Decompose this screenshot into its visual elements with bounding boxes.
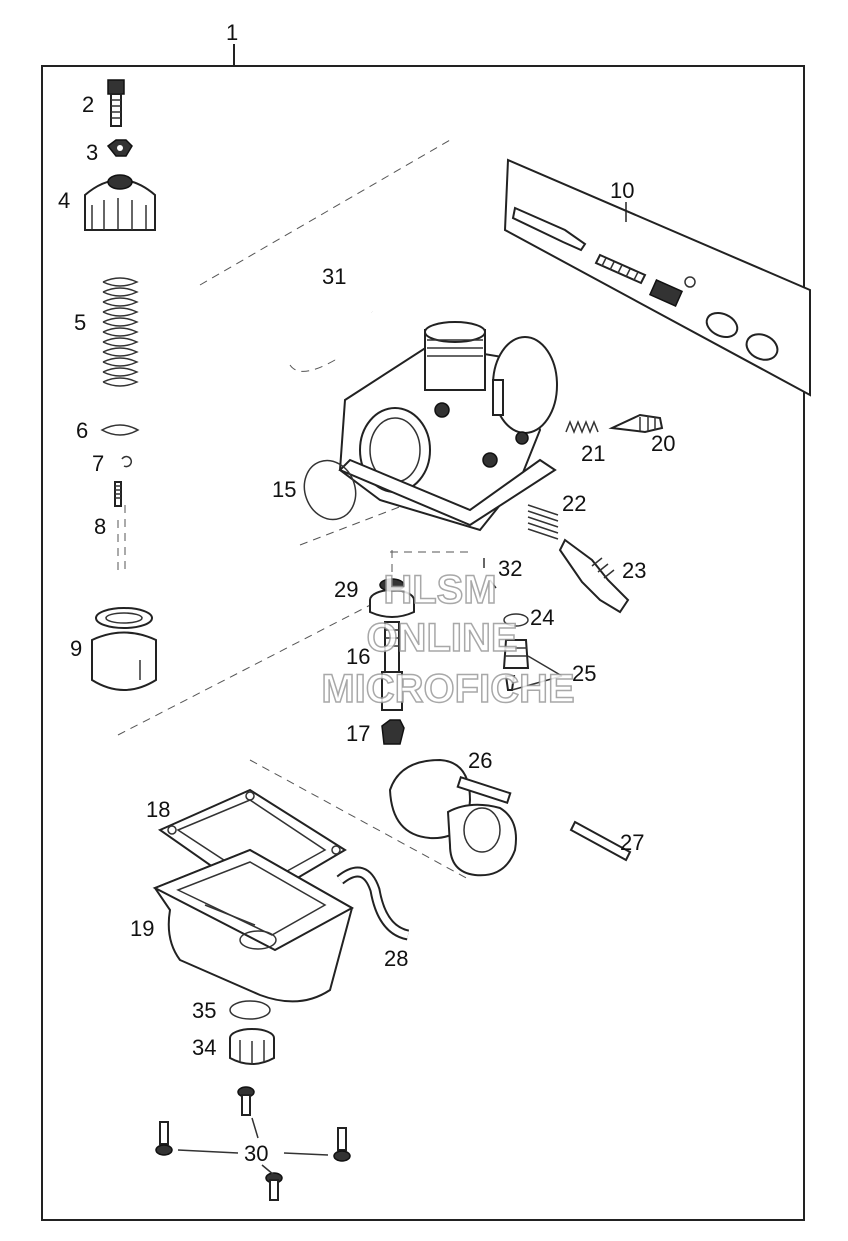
part-6-needle-clip xyxy=(100,424,140,436)
watermark: HLSM ONLINE MICROFICHE xyxy=(321,567,576,712)
screw-top xyxy=(237,1086,255,1116)
watermark-line1: HLSM xyxy=(383,568,496,612)
part-16-jet-holder xyxy=(381,621,403,711)
label-4: 4 xyxy=(58,188,70,213)
part-5-spring xyxy=(102,277,139,387)
carburetor-body xyxy=(338,321,558,532)
label-28: 28 xyxy=(384,946,408,971)
label-1: 1 xyxy=(226,20,238,45)
part-31-vent-hose xyxy=(289,304,373,372)
label-6: 6 xyxy=(76,418,88,443)
label-30: 30 xyxy=(244,1141,268,1166)
label-10: 10 xyxy=(610,178,634,203)
part-30-screws xyxy=(155,1086,351,1201)
part-8-jet-needle xyxy=(114,481,122,575)
part-28-drain-hose xyxy=(336,866,410,941)
part-26-float xyxy=(388,758,517,877)
part-labels: 1 2 3 4 5 6 7 8 9 10 15 16 17 18 19 20 2… xyxy=(58,20,675,1166)
part-10-kit-box xyxy=(503,158,811,397)
label-17: 17 xyxy=(346,721,370,746)
label-15: 15 xyxy=(272,477,296,502)
label-3: 3 xyxy=(86,140,98,165)
label-8: 8 xyxy=(94,514,106,539)
watermark-line3: MICROFICHE xyxy=(321,667,574,711)
part-2-adjuster-screw xyxy=(107,79,125,127)
label-34: 34 xyxy=(192,1035,216,1060)
part-32-small-pin xyxy=(483,558,497,589)
part-7-circlip xyxy=(121,455,133,468)
label-32: 32 xyxy=(498,556,522,581)
part-24-washer xyxy=(503,613,529,627)
part-15-o-ring xyxy=(303,459,357,521)
label-5: 5 xyxy=(74,310,86,335)
diagram-frame xyxy=(41,65,805,1221)
label-18: 18 xyxy=(146,797,170,822)
label-9: 9 xyxy=(70,636,82,661)
label-22: 22 xyxy=(562,491,586,516)
label-2: 2 xyxy=(82,92,94,117)
label-26: 26 xyxy=(468,748,492,773)
label-27: 27 xyxy=(620,830,644,855)
part-25-pilot-jet xyxy=(502,639,563,691)
label-16: 16 xyxy=(346,644,370,669)
label-19: 19 xyxy=(130,916,154,941)
part-4-top-cap xyxy=(84,174,156,231)
label-24: 24 xyxy=(530,605,554,630)
assembly-guide-lines xyxy=(117,139,471,881)
part-9-throttle-slide xyxy=(91,607,157,691)
label-21: 21 xyxy=(581,441,605,466)
part-22-spring xyxy=(527,504,559,540)
part-3-nut xyxy=(106,139,133,157)
part-21-spring xyxy=(565,419,599,435)
label-7: 7 xyxy=(92,451,104,476)
label-35: 35 xyxy=(192,998,216,1023)
screw-left xyxy=(155,1121,173,1156)
part-27-float-pin xyxy=(569,820,632,862)
screw-bottom xyxy=(265,1172,283,1201)
part-34-drain-plug xyxy=(229,1028,275,1065)
label-20: 20 xyxy=(651,431,675,456)
label-31: 31 xyxy=(322,264,346,289)
part-19-float-bowl xyxy=(152,848,355,1003)
part-29-needle-jet xyxy=(369,550,415,618)
label-23: 23 xyxy=(622,558,646,583)
part-17-main-jet xyxy=(381,719,405,745)
label-25: 25 xyxy=(572,661,596,686)
screw-right xyxy=(333,1127,351,1162)
part-20-idle-screw xyxy=(608,413,664,434)
watermark-line2: ONLINE xyxy=(366,616,517,660)
part-35-o-ring xyxy=(229,1000,271,1020)
label-29: 29 xyxy=(334,577,358,602)
part-23-air-screw xyxy=(558,538,630,614)
